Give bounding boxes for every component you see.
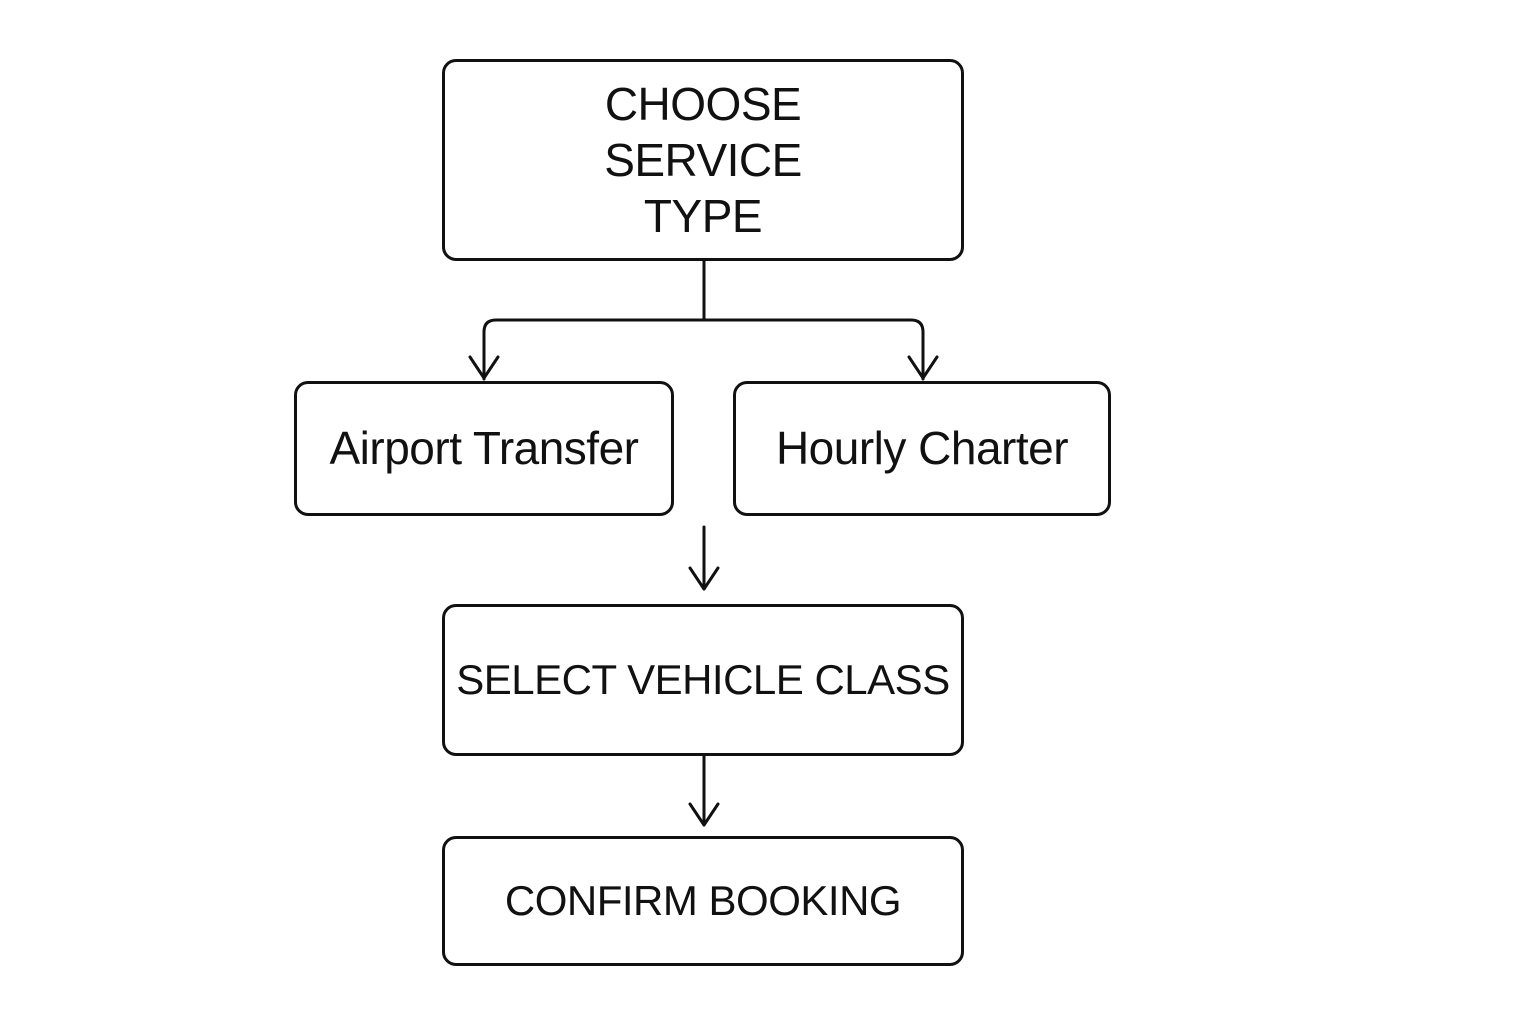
confirm-booking-box: CONFIRM BOOKING xyxy=(442,836,964,966)
hourly-charter-box: Hourly Charter xyxy=(733,381,1111,516)
choose-service-type-box: CHOOSE SERVICE TYPE xyxy=(442,59,964,261)
arrowhead-confirm-booking xyxy=(688,802,720,827)
arrowhead-hourly-charter xyxy=(907,355,939,380)
select-vehicle-class-box: SELECT VEHICLE CLASS xyxy=(442,604,964,756)
branch-line-airport-transfer xyxy=(482,318,706,381)
confirm-booking-label: CONFIRM BOOKING xyxy=(504,877,902,925)
airport-transfer-label: Airport Transfer xyxy=(329,422,640,475)
arrowhead-select-vehicle-class xyxy=(688,566,720,591)
select-vehicle-class-label: SELECT VEHICLE CLASS xyxy=(456,656,950,704)
branch-line-hourly-charter xyxy=(702,318,925,381)
arrowhead-airport-transfer xyxy=(468,355,500,380)
hourly-charter-label: Hourly Charter xyxy=(775,422,1069,475)
airport-transfer-box: Airport Transfer xyxy=(294,381,674,516)
choose-service-type-label: CHOOSE SERVICE TYPE xyxy=(604,77,802,243)
